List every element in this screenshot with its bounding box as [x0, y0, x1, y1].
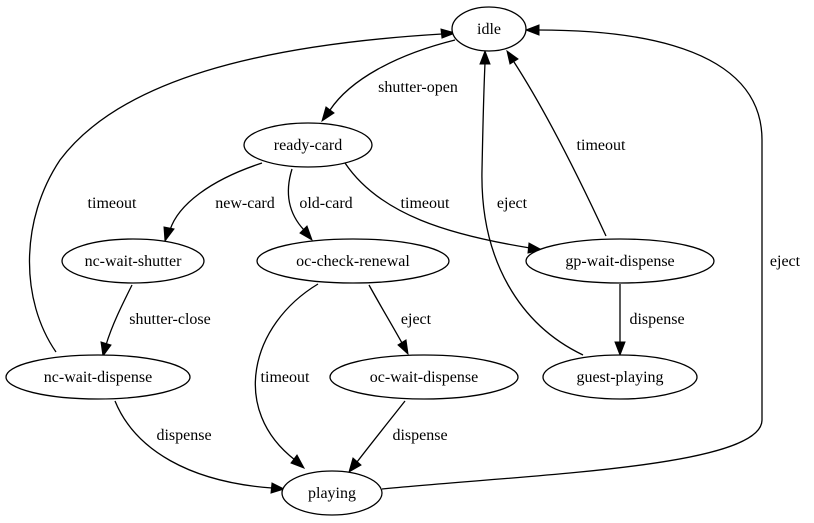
svg-text:nc-wait-dispense: nc-wait-dispense — [44, 369, 152, 386]
edge-label-timeout-oc: timeout — [261, 369, 310, 386]
edge-oc-wait-dispense-to-playing: dispense — [348, 400, 448, 474]
svg-text:idle: idle — [477, 21, 501, 38]
svg-text:playing: playing — [308, 485, 356, 502]
edge-gp-wait-dispense-to-guest-playing: dispense — [614, 284, 685, 357]
edge-guest-playing-to-idle: eject — [479, 49, 584, 356]
node-playing: playing — [281, 470, 383, 516]
node-ready-card: ready-card — [243, 122, 373, 168]
edge-label-eject-oc: eject — [401, 311, 432, 328]
node-guest-playing: guest-playing — [542, 354, 698, 400]
edge-label-dispense-oc: dispense — [392, 427, 447, 444]
edge-label-dispense-nc: dispense — [156, 427, 211, 444]
node-nc-wait-dispense: nc-wait-dispense — [5, 354, 191, 400]
edge-oc-check-renewal-to-playing: timeout — [254, 283, 319, 469]
edge-label-timeout-gp: timeout — [401, 195, 450, 212]
edge-label-eject-guest: eject — [497, 195, 528, 212]
edge-label-timeout-nc: timeout — [88, 195, 137, 212]
node-gp-wait-dispense: gp-wait-dispense — [525, 238, 715, 284]
edge-ready-card-to-nc-wait-shutter: new-card — [163, 162, 275, 243]
edge-nc-wait-shutter-to-nc-wait-dispense: shutter-close — [100, 284, 211, 358]
edge-label-eject-playing: eject — [770, 253, 801, 270]
edge-nc-wait-dispense-to-idle: timeout — [28, 28, 457, 353]
node-oc-wait-dispense: oc-wait-dispense — [329, 354, 519, 400]
svg-text:oc-check-renewal: oc-check-renewal — [296, 253, 410, 270]
edge-idle-to-ready-card: shutter-open — [321, 39, 458, 123]
edge-ready-card-to-gp-wait-dispense: timeout — [344, 162, 544, 254]
edge-oc-check-renewal-to-oc-wait-dispense: eject — [368, 284, 432, 356]
edge-nc-wait-dispense-to-playing: dispense — [114, 400, 286, 494]
svg-text:ready-card: ready-card — [274, 137, 342, 154]
edge-label-new-card: new-card — [215, 195, 275, 212]
svg-text:oc-wait-dispense: oc-wait-dispense — [370, 369, 478, 386]
edge-gp-wait-dispense-to-idle: timeout — [506, 49, 626, 237]
edge-label-dispense-gp: dispense — [629, 311, 684, 328]
edge-label-old-card: old-card — [299, 195, 352, 212]
edge-label-shutter-close: shutter-close — [129, 311, 210, 328]
svg-text:nc-wait-shutter: nc-wait-shutter — [85, 253, 183, 270]
edge-ready-card-to-oc-check-renewal: old-card — [287, 168, 353, 242]
edge-label-shutter-open: shutter-open — [378, 79, 458, 96]
edge-label-timeout-idle: timeout — [577, 137, 626, 154]
node-nc-wait-shutter: nc-wait-shutter — [61, 238, 205, 284]
svg-text:gp-wait-dispense: gp-wait-dispense — [565, 253, 674, 270]
node-oc-check-renewal: oc-check-renewal — [256, 238, 450, 284]
node-idle: idle — [451, 6, 527, 52]
svg-text:guest-playing: guest-playing — [576, 369, 663, 386]
edge-playing-to-idle: eject — [381, 24, 801, 490]
